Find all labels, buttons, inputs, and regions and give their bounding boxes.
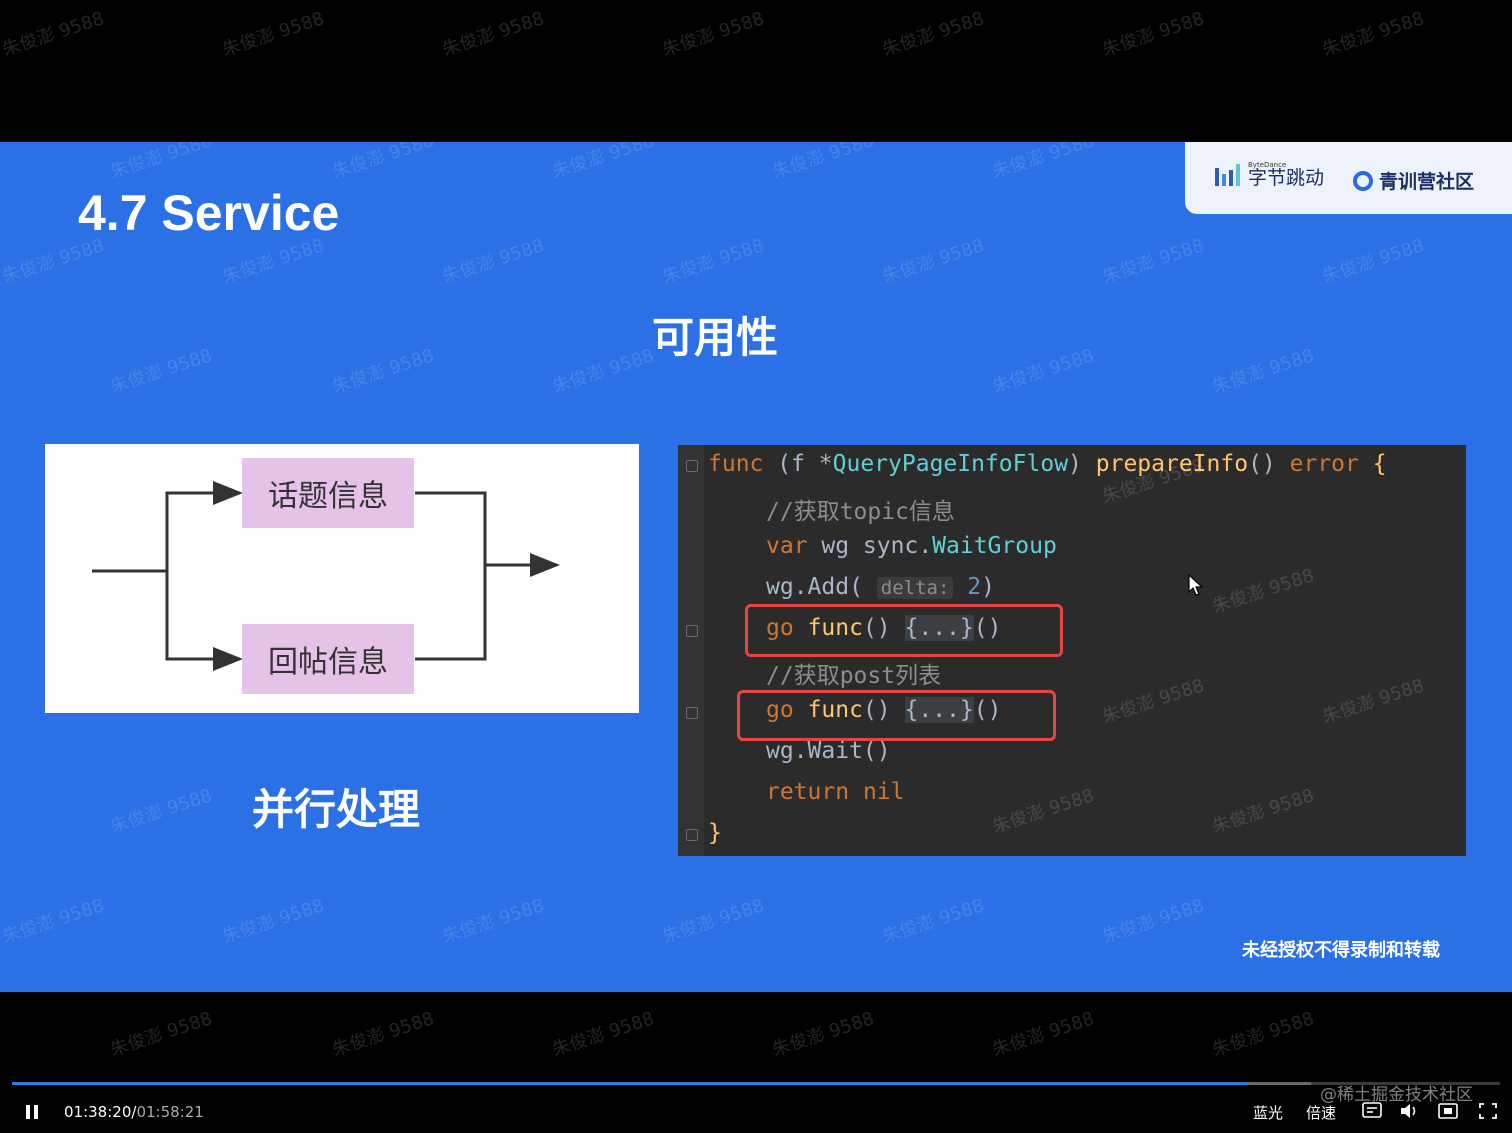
watermark: 朱俊澎 9588 [439, 895, 547, 948]
flow-lines [92, 481, 560, 671]
bytedance-small-label: ByteDance [1248, 161, 1287, 169]
fold-marker-icon [686, 460, 698, 472]
code-line-10: } [708, 820, 722, 846]
watermark: 朱俊澎 9588 [107, 345, 215, 398]
watermark: 朱俊澎 9588 [329, 142, 437, 183]
duration: 01:58:21 [136, 1103, 204, 1121]
code-editor: func (f *QueryPageInfoFlow) prepareInfo(… [678, 445, 1466, 856]
parallel-flow-diagram: 话题信息 回帖信息 [45, 444, 639, 713]
watermark: 朱俊澎 9588 [107, 1008, 215, 1061]
watermark: 朱俊澎 9588 [549, 1008, 657, 1061]
fullscreen-icon[interactable] [1478, 1102, 1498, 1120]
watermark: 朱俊澎 9588 [1099, 895, 1207, 948]
pause-button[interactable] [26, 1105, 38, 1119]
fold-marker-icon [686, 829, 698, 841]
watermark: 朱俊澎 9588 [1209, 345, 1317, 398]
community-ring-icon [1353, 170, 1373, 191]
code-line-9: return nil [766, 779, 905, 805]
code-line-6: //获取post列表 [766, 663, 942, 689]
merge-line [415, 491, 487, 661]
branch-bottom-arrow [165, 571, 243, 671]
watermark: 朱俊澎 9588 [219, 895, 327, 948]
watermark: 朱俊澎 9588 [1099, 235, 1207, 288]
highlight-box-go-post [737, 690, 1056, 741]
watermark: 朱俊澎 9588 [769, 1008, 877, 1061]
code-gutter [678, 445, 704, 856]
watermark: 朱俊澎 9588 [1099, 8, 1207, 61]
bytedance-bars-icon [1215, 164, 1240, 186]
pip-icon[interactable] [1438, 1102, 1458, 1120]
logo-banner: ByteDance 字节跳动 青训营社区 [1185, 142, 1512, 214]
watermark: 朱俊澎 9588 [659, 895, 767, 948]
branch-top-arrow [165, 481, 243, 659]
progress-track[interactable] [12, 1082, 1500, 1085]
volume-icon[interactable] [1399, 1102, 1419, 1120]
watermark: 朱俊澎 9588 [989, 345, 1097, 398]
watermark: 朱俊澎 9588 [107, 142, 215, 183]
bytedance-name: 字节跳动 [1248, 167, 1325, 189]
watermark: 朱俊澎 9588 [0, 8, 107, 61]
bytedance-logo: ByteDance 字节跳动 [1215, 162, 1324, 188]
watermark: 朱俊澎 9588 [879, 895, 987, 948]
time-display: 01:38:20/01:58:21 [64, 1103, 204, 1121]
video-slide[interactable]: 4.7 Service ByteDance 字节跳动 青训营社区 可用性 [0, 142, 1512, 992]
reply-info-node: 回帖信息 [242, 624, 414, 694]
watermark: 朱俊澎 9588 [659, 8, 767, 61]
quality-button[interactable]: 蓝光 [1253, 1104, 1284, 1122]
watermark: 朱俊澎 9588 [989, 142, 1097, 183]
fold-marker-icon [686, 707, 698, 719]
site-watermark: @稀土掘金技术社区 [1320, 1085, 1473, 1105]
watermark: 朱俊澎 9588 [107, 785, 215, 838]
code-line-5: go func() {...}() [766, 615, 1002, 641]
subtitle-icon[interactable] [1362, 1102, 1382, 1120]
watermark: 朱俊澎 9588 [439, 235, 547, 288]
code-line-8: wg.Wait() [766, 738, 891, 764]
watermark: 朱俊澎 9588 [1319, 235, 1427, 288]
progress-played [12, 1082, 1248, 1085]
watermark: 朱俊澎 9588 [1209, 1008, 1317, 1061]
watermark: 朱俊澎 9588 [989, 1008, 1097, 1061]
watermark: 朱俊澎 9588 [879, 235, 987, 288]
watermark: 朱俊澎 9588 [769, 142, 877, 183]
code-line-2: //获取topic信息 [766, 499, 955, 525]
watermark: 朱俊澎 9588 [1319, 8, 1427, 61]
watermark: 朱俊澎 9588 [329, 345, 437, 398]
slide-caption: 并行处理 [252, 785, 421, 834]
watermark: 朱俊澎 9588 [549, 142, 657, 183]
community-name: 青训营社区 [1379, 171, 1475, 193]
watermark: 朱俊澎 9588 [659, 235, 767, 288]
watermark: 朱俊澎 9588 [329, 1008, 437, 1061]
copyright-notice: 未经授权不得录制和转载 [1242, 940, 1440, 961]
slide-subtitle: 可用性 [652, 313, 779, 362]
speed-button[interactable]: 倍速 [1306, 1104, 1337, 1122]
code-line-7: go func() {...}() [766, 697, 1002, 723]
code-line-3: var wg sync.WaitGroup [766, 533, 1057, 559]
topic-info-node: 话题信息 [242, 458, 414, 528]
current-time: 01:38:20 [64, 1103, 132, 1121]
pause-icon [26, 1105, 30, 1119]
highlight-box-go-topic [745, 604, 1063, 657]
code-line-1: func (f *QueryPageInfoFlow) prepareInfo(… [708, 451, 1387, 477]
watermark: 朱俊澎 9588 [879, 8, 987, 61]
cursor-icon [1188, 574, 1204, 596]
watermark: 朱俊澎 9588 [0, 895, 107, 948]
player-controls: @稀土掘金技术社区 01:38:20/01:58:21 蓝光 倍速 [0, 1080, 1512, 1133]
watermark: 朱俊澎 9588 [219, 8, 327, 61]
community-logo: 青训营社区 [1353, 167, 1474, 194]
watermark: 朱俊澎 9588 [549, 345, 657, 398]
watermark: 朱俊澎 9588 [439, 8, 547, 61]
code-line-4: wg.Add( delta: 2) [766, 574, 995, 600]
slide-title: 4.7 Service [78, 185, 340, 241]
fold-marker-icon [686, 625, 698, 637]
